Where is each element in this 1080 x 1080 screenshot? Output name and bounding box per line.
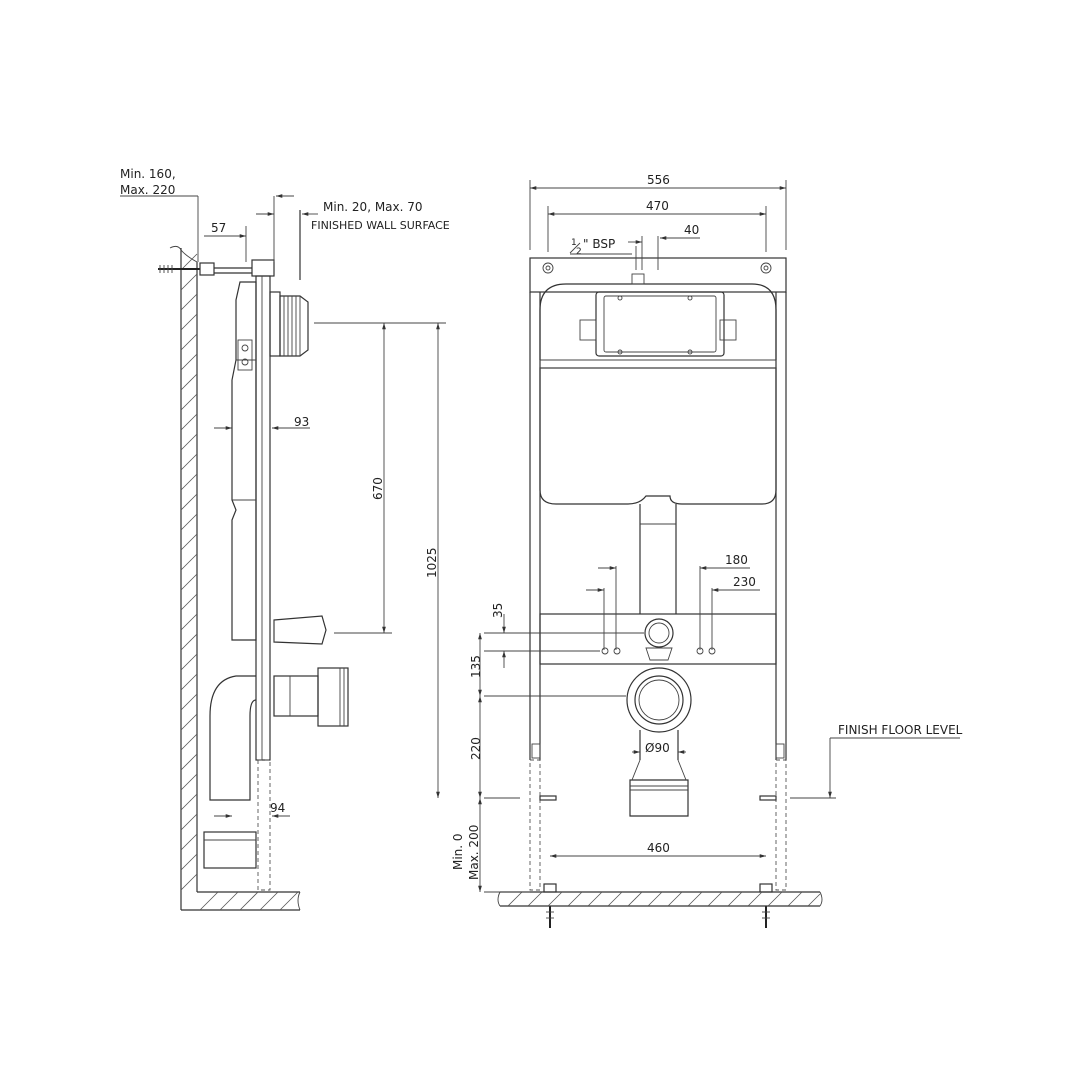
floor-range-line2: Max. 200 <box>467 825 481 880</box>
dim-1025: 1025 <box>425 547 439 578</box>
front-frame <box>529 257 787 760</box>
drain-bend <box>203 667 349 869</box>
drain-outlet <box>626 667 692 817</box>
dim-230: 230 <box>733 575 756 589</box>
wall-gap-label: Min. 20, Max. 70 <box>323 200 423 214</box>
finish-floor-label: FINISH FLOOR LEVEL <box>838 723 963 737</box>
dim-93: 93 <box>294 415 309 429</box>
support-crossbar <box>539 613 777 665</box>
floor-slab <box>497 891 823 907</box>
side-frame <box>231 275 271 891</box>
floor-range-line1: Min. 0 <box>451 833 465 870</box>
frame-legs <box>529 743 787 928</box>
bsp-fraction-num: 1 <box>571 238 577 248</box>
dim-57: 57 <box>211 221 226 235</box>
bsp-label: " BSP <box>583 237 615 251</box>
bsp-fraction-den: 2 <box>576 247 582 257</box>
dim-460: 460 <box>647 841 670 855</box>
wall-offset-label-line2: Max. 220 <box>120 183 175 197</box>
water-inlet-stub <box>273 615 327 645</box>
dim-470: 470 <box>646 199 669 213</box>
rear-wall <box>169 245 301 911</box>
dim-35: 35 <box>491 603 505 618</box>
dim-diameter-90: Ø90 <box>645 741 670 755</box>
front-view: 556 470 40 1 2 " BSP 180 230 <box>451 173 963 928</box>
wall-anchor-bolt <box>158 259 275 277</box>
dim-135: 135 <box>469 655 483 678</box>
wall-offset-label-line1: Min. 160, <box>120 167 176 181</box>
side-view: Min. 160, Max. 220 57 Min. 20, Max. 70 F… <box>120 167 450 911</box>
dim-670: 670 <box>371 477 385 500</box>
finished-wall-label: FINISHED WALL SURFACE <box>311 219 450 232</box>
dim-180: 180 <box>725 553 748 567</box>
dim-220: 220 <box>469 737 483 760</box>
cistern <box>539 273 777 614</box>
dim-94: 94 <box>270 801 285 815</box>
dim-556: 556 <box>647 173 670 187</box>
flush-button-housing <box>269 291 309 357</box>
dim-40: 40 <box>684 223 699 237</box>
